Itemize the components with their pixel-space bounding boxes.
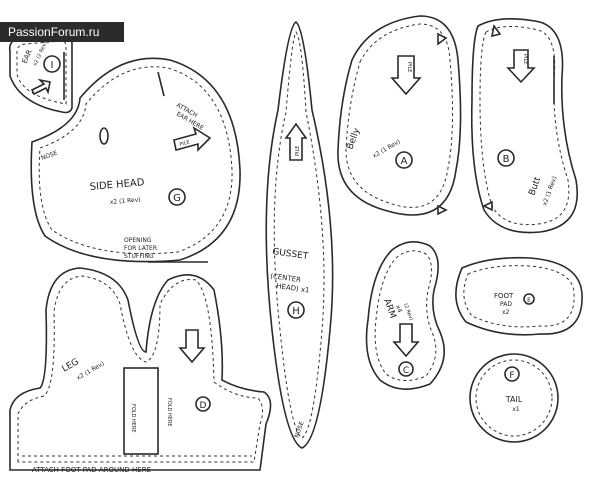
belly-pile: PILE: [406, 62, 412, 72]
side-head-letter: G: [173, 193, 181, 204]
butt-name: Butt: [527, 175, 543, 197]
pile-arrow-icon: PILE: [506, 49, 536, 84]
arm-letter: C: [403, 366, 409, 376]
side-head-count: x2 (1 Rev): [110, 196, 141, 206]
ear-count: x2 (2 Rev): [32, 41, 48, 67]
gusset-letter: H: [292, 306, 300, 317]
attach-foot-pad: ATTACH FOOT PAD AROUND HERE: [32, 466, 151, 474]
leg-count: x2 (1 Rev): [76, 360, 106, 381]
gusset-pile: PILE: [295, 146, 301, 156]
side-head-name: SIDE HEAD: [89, 177, 145, 193]
pile-arrow-icon: PILE: [390, 55, 422, 96]
watermark-badge: PassionForum.ru: [0, 22, 124, 42]
foot-pad-piece: FOOT PAD x2 E: [455, 256, 583, 336]
arm-count: x4: [394, 304, 403, 313]
fold-here-2: FOLD HERE: [166, 398, 172, 427]
fold-here-1: FOLD HERE: [130, 404, 136, 433]
eye-mark-icon: [99, 127, 109, 145]
ear-letter: I: [51, 60, 54, 71]
side-head-pile: PILE: [179, 139, 191, 147]
butt-piece: PILE B Butt x2 (1 Rev): [470, 18, 578, 234]
notch-mark: [482, 200, 493, 212]
tail-count: x1: [512, 406, 520, 413]
opening-2: FOR LATER: [124, 245, 157, 252]
leg-piece: LEG x2 (1 Rev) D FOLD HERE FOLD HERE ATT…: [9, 267, 272, 474]
foot-pad-name2: PAD: [500, 301, 512, 308]
arm-piece: ARM x4 (2 Rev) C: [365, 241, 446, 390]
notch-mark: [437, 204, 448, 216]
ear-piece: I EAR x2 (2 Rev): [8, 33, 73, 114]
pile-arrow-icon: PILE: [284, 122, 308, 161]
notch-mark: [490, 24, 502, 38]
gusset-name: GUSSET: [272, 247, 310, 262]
side-head-piece: NOSE SIDE HEAD x2 (1 Rev) G ATTACH EAR H…: [30, 57, 241, 263]
opening-3: STUFFING: [124, 253, 154, 260]
opening-1: OPENING: [124, 237, 152, 244]
arm-rev: (2 Rev): [402, 303, 414, 322]
tail-name: TAIL: [505, 395, 523, 404]
pile-arrow-icon: PILE: [173, 126, 212, 152]
butt-pile: PILE: [522, 54, 528, 64]
side-head-nose: NOSE: [40, 149, 58, 161]
notch-mark: [437, 32, 448, 46]
belly-letter: A: [401, 156, 408, 167]
belly-piece: PILE Belly x2 (1 Rev) A: [337, 15, 462, 216]
ear-name: EAR: [21, 49, 34, 65]
belly-name: Belly: [345, 126, 362, 151]
tail-piece: F TAIL x1: [469, 353, 559, 443]
gusset-note2: HEAD) x1: [276, 282, 310, 295]
foot-pad-count: x2: [502, 309, 510, 316]
pile-arrow-icon: [30, 78, 51, 96]
foot-pad-name: FOOT: [494, 292, 514, 300]
tail-letter: F: [509, 371, 514, 381]
pile-arrow-icon: [392, 323, 420, 358]
pile-arrow-icon: [178, 329, 206, 364]
gusset-piece: PILE GUSSET (CENTER HEAD) x1 H NOSE: [265, 21, 334, 449]
butt-count: x2 (1 Rev): [541, 175, 558, 206]
butt-letter: B: [503, 154, 510, 165]
foot-pad-letter: E: [527, 297, 531, 304]
leg-name: LEG: [61, 357, 81, 375]
leg-letter: D: [200, 401, 207, 411]
